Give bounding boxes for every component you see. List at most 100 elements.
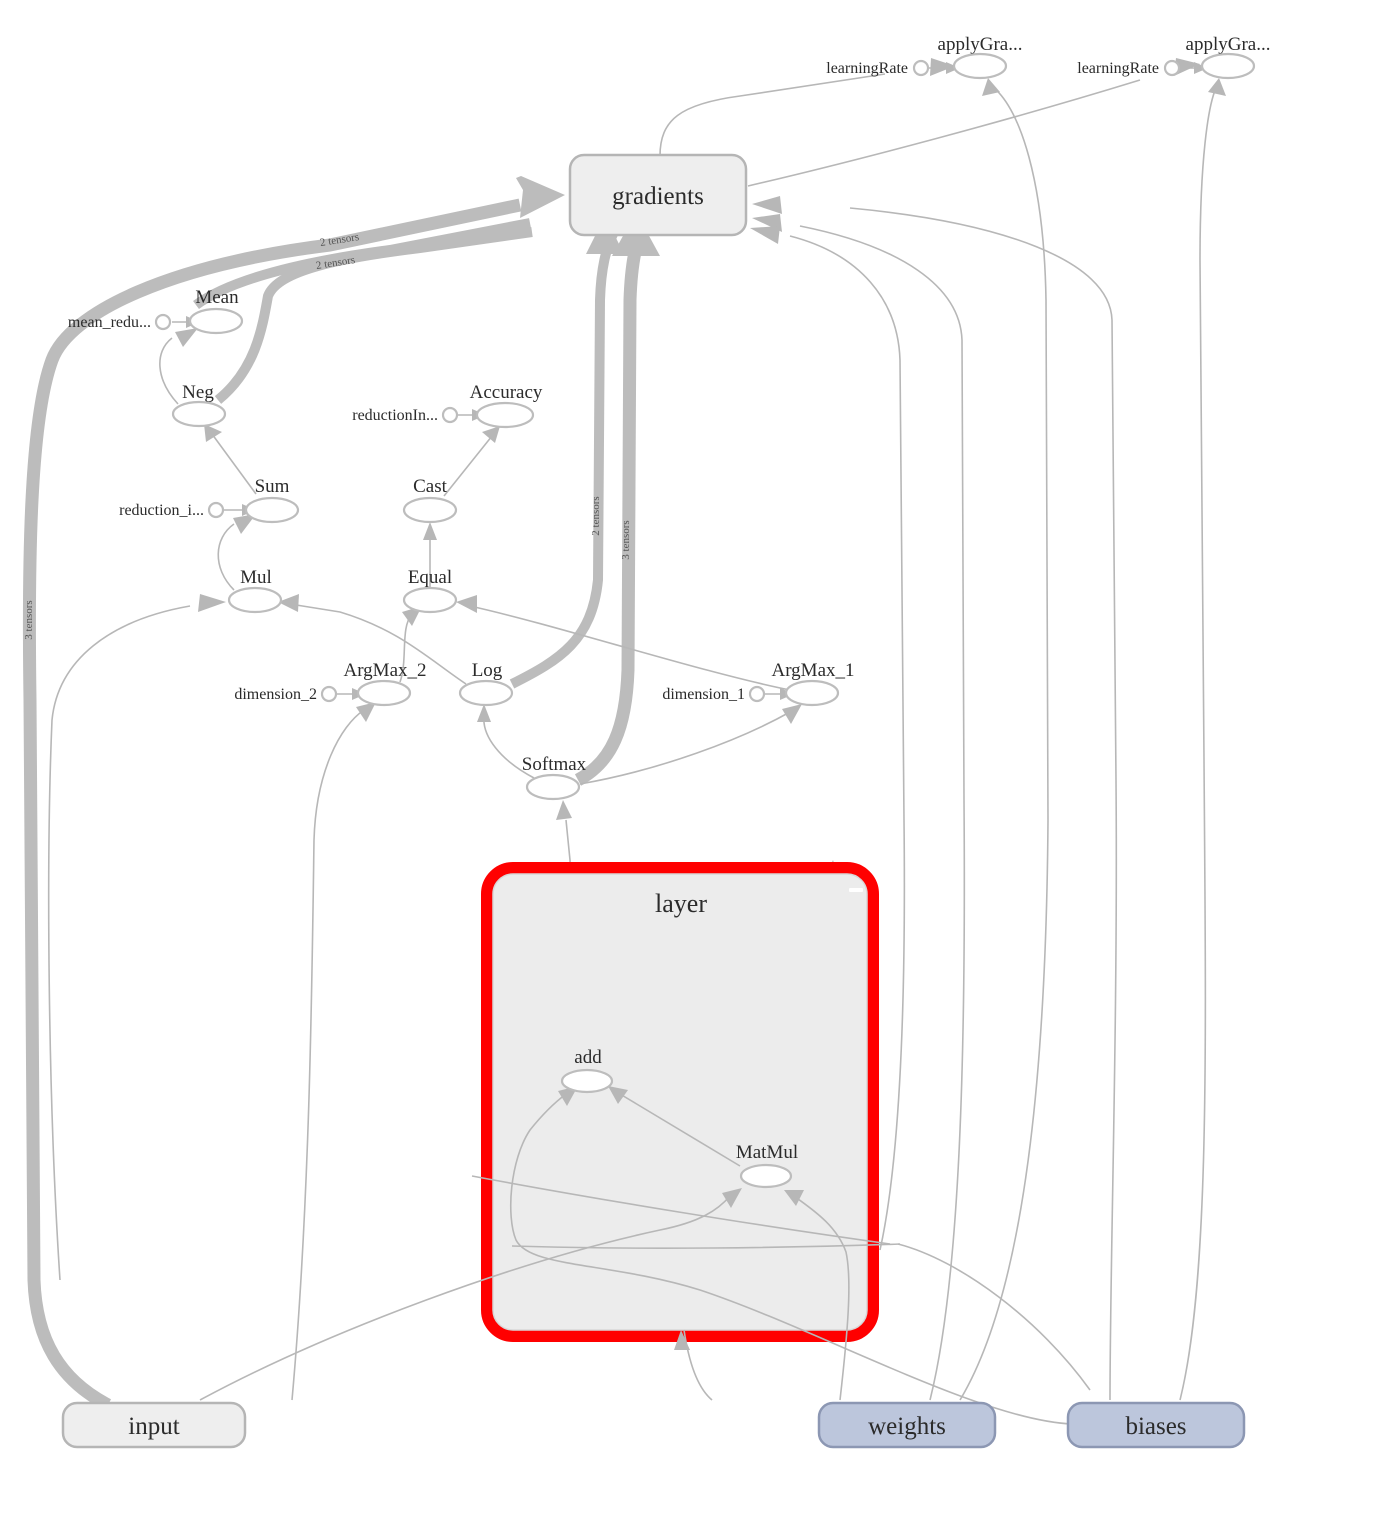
- add-ellipse[interactable]: [560, 1068, 614, 1094]
- node-equal[interactable]: Equal: [402, 567, 458, 614]
- dimension-2-circle[interactable]: [320, 685, 338, 703]
- edge-softmax-to-argmax1: [579, 711, 791, 785]
- node-learning-rate-2[interactable]: learningRate: [1077, 59, 1181, 77]
- arrowhead-layer-down: [674, 1330, 690, 1350]
- learning-rate-1-circle[interactable]: [912, 59, 930, 77]
- node-add[interactable]: add: [560, 1047, 614, 1094]
- edge-input-to-mul: [47, 605, 191, 1281]
- neg-ellipse[interactable]: [171, 400, 227, 428]
- argmax-2-ellipse[interactable]: [356, 679, 412, 707]
- layer-body[interactable]: [492, 873, 868, 1331]
- node-argmax-1[interactable]: ArgMax_1: [771, 660, 855, 707]
- node-mean-reduction[interactable]: mean_redu...: [68, 313, 172, 331]
- accuracy-ellipse[interactable]: [475, 401, 535, 429]
- node-dimension-1[interactable]: dimension_1: [662, 685, 766, 703]
- apply-gradients-1-ellipse[interactable]: [952, 52, 1008, 80]
- learning-rate-2-label: learningRate: [1077, 60, 1159, 77]
- node-gradients[interactable]: gradients: [568, 153, 748, 237]
- node-input[interactable]: input: [61, 1401, 247, 1449]
- edge-weights-to-applygrad1: [959, 87, 1049, 1401]
- node-learning-rate-1[interactable]: learningRate: [826, 59, 930, 77]
- reduction-in-label: reductionIn...: [352, 407, 438, 424]
- biases-rect[interactable]: [1066, 1401, 1246, 1449]
- weights-rect[interactable]: [817, 1401, 997, 1449]
- node-biases[interactable]: biases: [1066, 1401, 1246, 1449]
- arrowhead-applygrad2-a: [1174, 58, 1200, 76]
- node-apply-gradients-2[interactable]: applyGra...: [1186, 34, 1271, 80]
- edge-biases-to-gradients: [849, 207, 1118, 1401]
- node-log[interactable]: Log: [458, 660, 514, 707]
- node-sum[interactable]: Sum: [244, 476, 300, 524]
- cast-ellipse[interactable]: [402, 496, 458, 524]
- arrowhead-w-grad-b: [750, 226, 780, 244]
- argmax-1-ellipse[interactable]: [784, 679, 840, 707]
- equal-label: Equal: [408, 567, 452, 588]
- argmax-2-label: ArgMax_2: [343, 660, 426, 681]
- node-reduction-in[interactable]: reductionIn...: [352, 406, 459, 424]
- softmax-ellipse[interactable]: [525, 773, 581, 801]
- edge-label-input-tensors: 3 tensors: [23, 600, 35, 639]
- arrowhead-input-gradients: [516, 176, 565, 218]
- node-argmax-2[interactable]: ArgMax_2: [343, 660, 427, 707]
- edge-weights-to-gradients-b: [789, 235, 906, 1251]
- node-neg[interactable]: Neg: [171, 382, 227, 428]
- mul-ellipse[interactable]: [227, 586, 283, 614]
- edge-biases-to-applygrad2: [1179, 87, 1217, 1401]
- reduction-indices-label: reduction_i...: [119, 502, 204, 519]
- arrowhead-lr1: [946, 62, 960, 74]
- input-rect[interactable]: [61, 1401, 247, 1449]
- gradients-label: gradients: [612, 183, 704, 210]
- arrowhead-matmul-add: [608, 1086, 628, 1104]
- equal-ellipse[interactable]: [402, 586, 458, 614]
- edge-neg-to-gradients: [214, 227, 533, 404]
- log-label: Log: [472, 660, 503, 681]
- node-reduction-indices[interactable]: reduction_i...: [119, 501, 225, 519]
- arrowhead-neg-mean: [175, 328, 198, 347]
- node-weights[interactable]: weights: [817, 1401, 997, 1449]
- reduction-in-circle[interactable]: [441, 406, 459, 424]
- node-dimension-2[interactable]: dimension_2: [234, 685, 338, 703]
- edge-biases-to-add: [509, 1093, 1073, 1425]
- node-apply-gradients-1[interactable]: applyGra...: [938, 34, 1023, 80]
- cast-label: Cast: [413, 476, 448, 497]
- mean-reduction-circle[interactable]: [154, 313, 172, 331]
- apply-gradients-1-label: applyGra...: [938, 34, 1023, 55]
- node-softmax[interactable]: Softmax: [522, 754, 587, 801]
- arrowhead-sum-neg: [204, 424, 222, 442]
- reduction-indices-circle[interactable]: [207, 501, 225, 519]
- biases-label: biases: [1125, 1413, 1186, 1440]
- learning-rate-2-circle[interactable]: [1163, 59, 1181, 77]
- node-accuracy[interactable]: Accuracy: [470, 382, 543, 429]
- apply-gradients-2-ellipse[interactable]: [1200, 52, 1256, 80]
- accuracy-label: Accuracy: [470, 382, 543, 403]
- matmul-ellipse[interactable]: [739, 1163, 793, 1189]
- edge-softmax-to-log: [483, 715, 535, 779]
- arrowhead-argmax1-equal: [456, 595, 477, 613]
- log-ellipse[interactable]: [458, 679, 514, 707]
- node-mul[interactable]: Mul: [227, 567, 283, 614]
- dimension-1-circle[interactable]: [748, 685, 766, 703]
- sum-ellipse[interactable]: [244, 496, 300, 524]
- mean-ellipse[interactable]: [188, 307, 244, 335]
- sum-label: Sum: [255, 476, 290, 497]
- layer-minimize-icon[interactable]: [849, 888, 863, 892]
- edge-neg-to-mean: [159, 337, 179, 405]
- arrowhead-cast-accuracy: [482, 426, 500, 443]
- matmul-label: MatMul: [736, 1142, 798, 1163]
- node-cast[interactable]: Cast: [402, 476, 458, 524]
- add-label: add: [574, 1047, 602, 1068]
- learning-rate-1-label: learningRate: [826, 60, 908, 77]
- edge-layer-down-left: [683, 1329, 713, 1401]
- neg-label: Neg: [182, 382, 214, 403]
- edge-input-to-matmul: [199, 1195, 731, 1401]
- arrowhead-softmax-log: [477, 704, 491, 722]
- gradients-rect[interactable]: [568, 153, 748, 237]
- layer-group[interactable]: layer: [481, 862, 879, 1342]
- arrowhead-input-argmax2: [356, 702, 376, 722]
- arrowhead-b-applygrad2: [1208, 78, 1226, 96]
- edge-log-to-mul: [289, 603, 467, 685]
- node-matmul[interactable]: MatMul: [736, 1142, 798, 1189]
- node-mean[interactable]: Mean: [188, 287, 244, 335]
